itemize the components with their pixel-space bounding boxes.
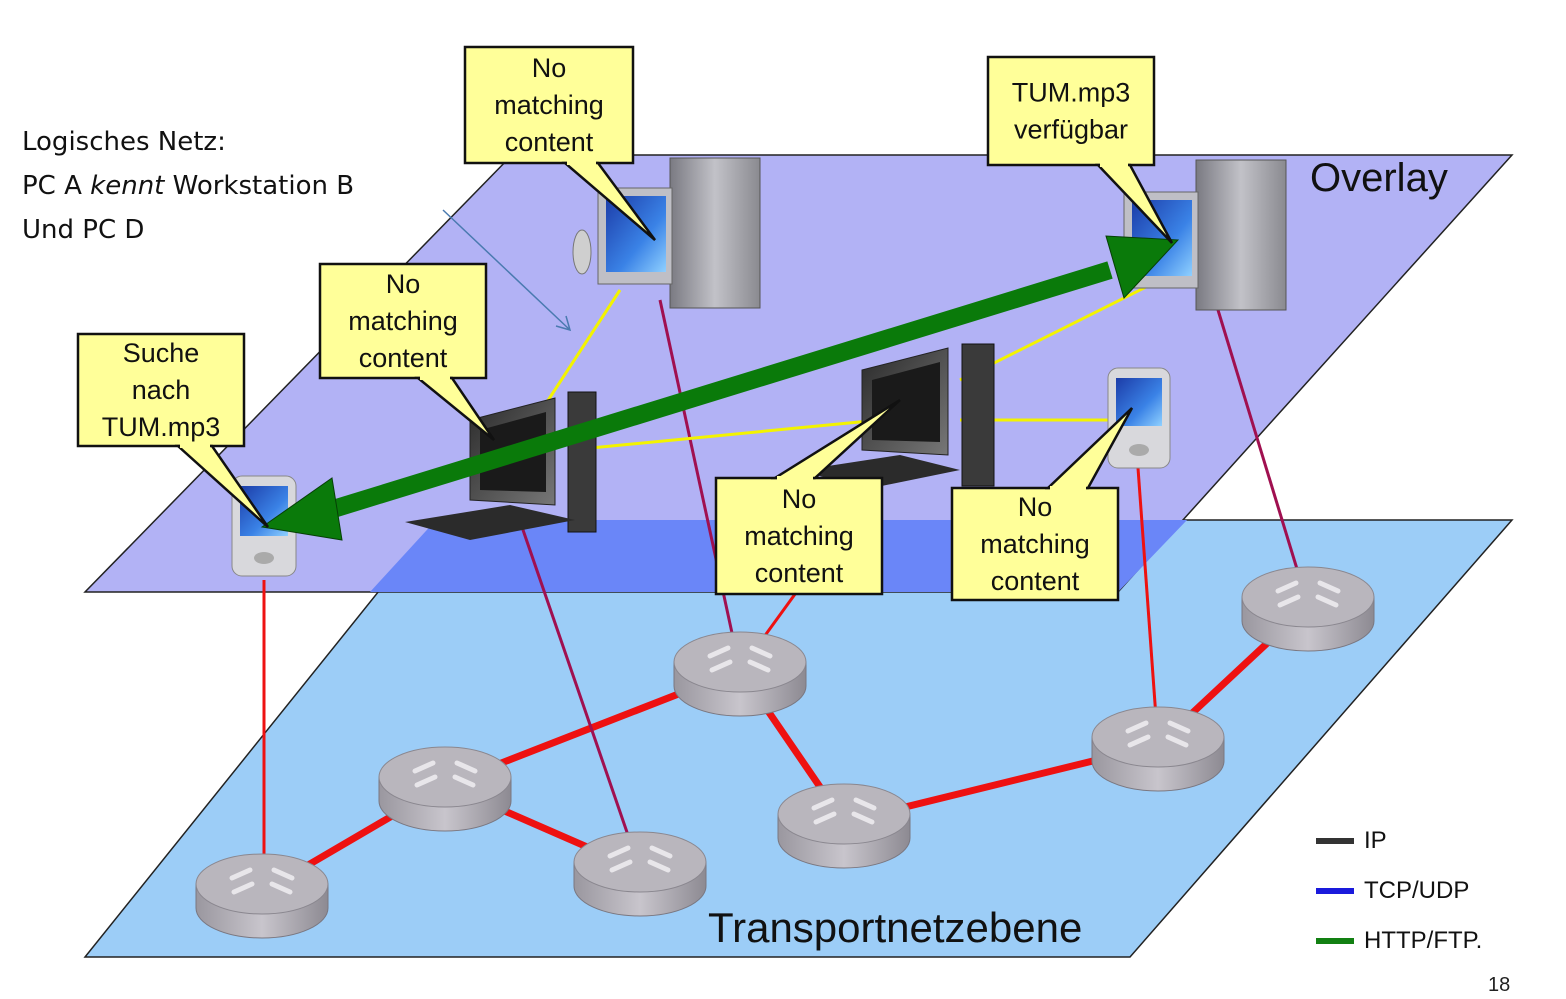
speech-bubble-text: TUM.mp3 [102, 412, 221, 442]
description-line-1: Logisches Netz: [22, 127, 226, 157]
overlay-plane-label: Overlay [1310, 156, 1448, 200]
legend-swatch-tcp-udp [1316, 888, 1354, 894]
router-icon [1241, 566, 1375, 652]
tower-top-icon [572, 157, 761, 309]
legend-label-ip: IP [1364, 827, 1387, 854]
speech-bubble-text: content [991, 566, 1080, 596]
legend-item-tcp-udp: TCP/UDP [1316, 866, 1482, 916]
speech-bubble-text: matching [744, 521, 854, 551]
speech-bubble-tower-top: No matching content [463, 45, 657, 241]
page-number: 18 [1488, 974, 1511, 996]
speech-bubble-text: nach [132, 375, 191, 405]
transport-plane-label: Transportnetzebene [708, 904, 1083, 951]
legend-label-http-ftp: HTTP/FTP. [1364, 927, 1483, 954]
router-icon [195, 853, 329, 939]
speech-bubbles: SuchenachTUM.mp3NomatchingcontentNomatch… [76, 45, 1174, 602]
router-icon [777, 783, 911, 869]
router-icon [573, 831, 707, 917]
speech-bubble-text: Suche [123, 338, 200, 368]
speech-bubble-text: matching [494, 90, 604, 120]
speech-bubble-workstation: No matching content [714, 398, 901, 596]
speech-bubble-text: verfügbar [1014, 115, 1128, 145]
description-line-3: Und PC D [22, 215, 145, 245]
description-line-2-suffix: Workstation B [164, 171, 355, 201]
description-line-2-emphasis: kennt [90, 171, 165, 201]
legend-label-tcp-udp: TCP/UDP [1364, 877, 1470, 904]
logical-network-description: Logisches Netz: PC A kennt Workstation B… [22, 120, 354, 252]
speech-bubble-text: No [782, 484, 817, 514]
speech-bubble-text: matching [980, 529, 1090, 559]
legend: IP TCP/UDP HTTP/FTP. [1316, 816, 1482, 966]
router-icon [378, 746, 512, 832]
speech-bubble-text: No [386, 269, 421, 299]
router-icon [1091, 706, 1225, 792]
legend-swatch-ip [1316, 838, 1354, 844]
speech-bubble-text: content [359, 343, 448, 373]
pda-right-icon [1107, 367, 1171, 469]
router-icon [673, 631, 807, 717]
speech-bubble-text: content [505, 127, 594, 157]
download-arrow [260, 235, 1180, 541]
tower-right-icon [1123, 159, 1287, 311]
speech-bubble-text: matching [348, 306, 458, 336]
speech-bubble-pda-right: No matching content [950, 407, 1134, 602]
speech-bubble-text: No [1018, 492, 1053, 522]
legend-item-http-ftp: HTTP/FTP. [1316, 916, 1482, 966]
description-line-2-prefix: PC A [22, 171, 91, 201]
vertical-links [262, 299, 1310, 892]
routers [195, 566, 1375, 939]
speech-bubble-tower-right: TUM.mp3 verfügbar [986, 55, 1174, 244]
legend-swatch-http-ftp [1316, 938, 1354, 944]
speech-bubble-pc-a: No matching content [318, 262, 496, 441]
speech-bubble-text: content [755, 558, 844, 588]
legend-item-ip: IP [1316, 816, 1482, 866]
workstation-icon [802, 343, 995, 490]
description-line-2: PC A kennt Workstation B [22, 164, 354, 208]
speech-bubble-text: TUM.mp3 [1012, 78, 1131, 108]
speech-bubble-text: No [532, 53, 567, 83]
description-pointer [442, 209, 572, 332]
